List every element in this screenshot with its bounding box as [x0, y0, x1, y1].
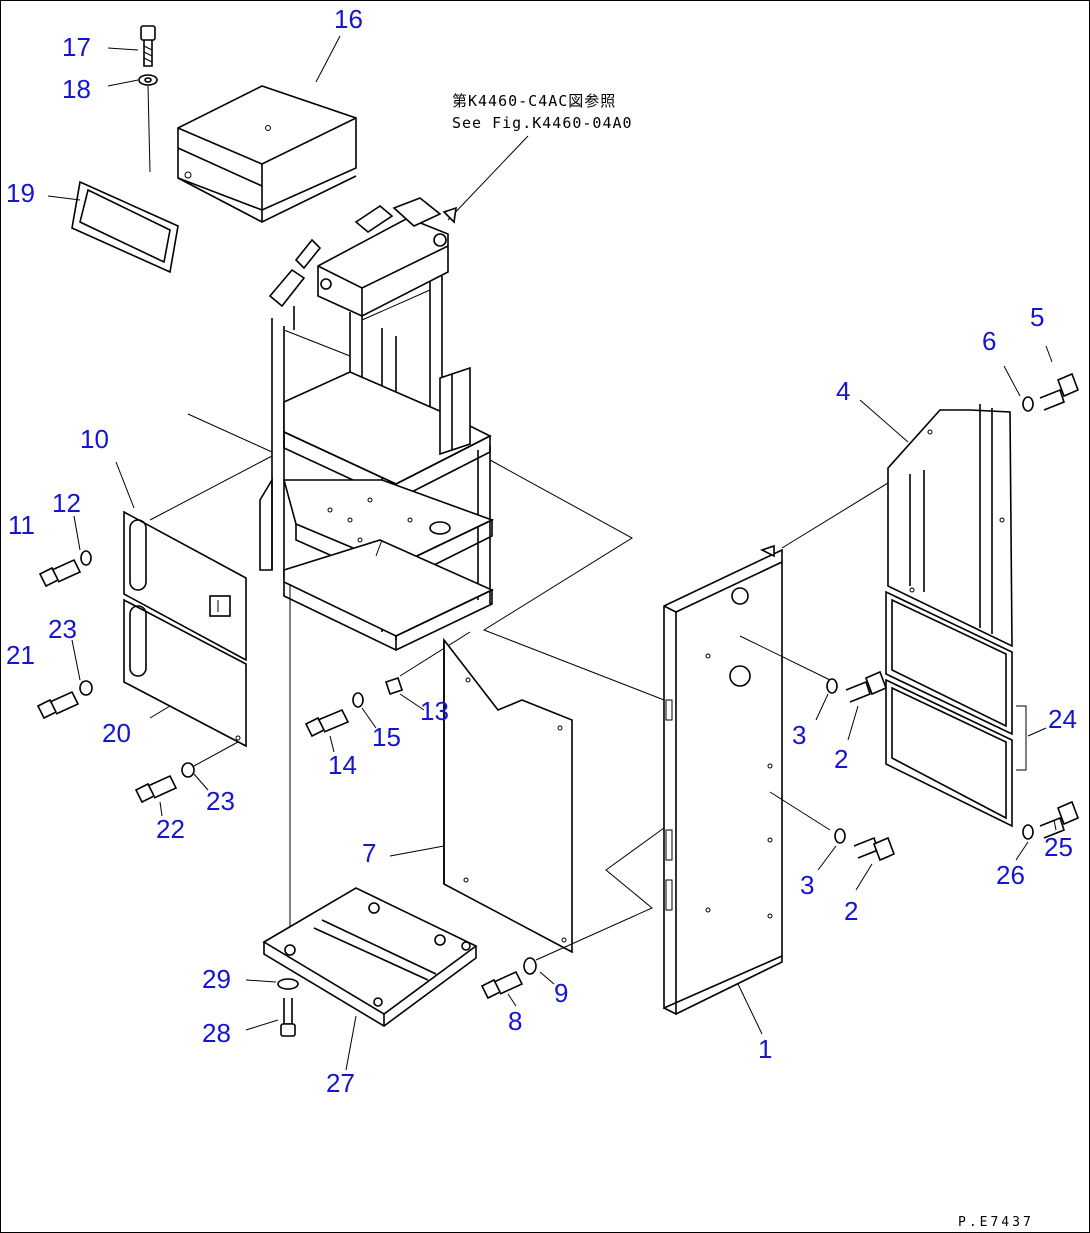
leader-panel-10 — [149, 455, 273, 521]
callout-9: 9 — [554, 978, 568, 1008]
reference-note-en: See Fig.K4460-04A0 — [452, 114, 633, 132]
part-18-washer — [138, 74, 158, 86]
callout-21: 21 — [6, 640, 35, 670]
reference-note-jp: 第K4460-C4AC図参照 — [452, 92, 616, 110]
part-4-right-side-panel — [887, 404, 1013, 648]
reference-leader — [447, 135, 529, 221]
main-frame — [259, 197, 495, 652]
callout-22: 22 — [156, 814, 185, 844]
callout-3b: 3 — [800, 870, 814, 900]
part-7-inner-panel — [443, 637, 573, 954]
part-21-bolt — [36, 690, 80, 720]
callout-29: 29 — [202, 964, 231, 994]
callout-26: 26 — [996, 860, 1025, 890]
part-15-washer — [352, 692, 364, 708]
part-14-bolt — [304, 708, 350, 738]
part-16-top-cover — [177, 85, 357, 223]
part-2-bolt-a — [845, 670, 888, 703]
part-3-washer-a — [826, 678, 838, 694]
drawing-code: P.E7437 — [958, 1215, 1034, 1230]
callout-27: 27 — [326, 1068, 355, 1098]
part-26-washer — [1022, 824, 1034, 840]
part-17-bolt — [140, 25, 156, 67]
callout-5: 5 — [1030, 302, 1044, 332]
leader-panel-1 — [482, 459, 763, 739]
callout-leaders — [47, 35, 1057, 1071]
callout-12: 12 — [52, 488, 81, 518]
callout-7: 7 — [362, 838, 376, 868]
part-24-gasket-lower — [885, 678, 1013, 828]
part-28-bolt — [280, 998, 296, 1037]
callout-20: 20 — [102, 718, 131, 748]
part-13-nut — [384, 676, 404, 696]
part-29-washer — [277, 978, 299, 990]
callout-11: 11 — [8, 510, 35, 540]
part-2-bolt-b — [853, 836, 896, 862]
part-1-main-side-panel — [663, 544, 783, 1016]
callout-6: 6 — [982, 326, 996, 356]
callout-23b: 23 — [206, 786, 235, 816]
part-25-bolt — [1039, 800, 1080, 839]
callout-3a: 3 — [792, 720, 806, 750]
callout-10: 10 — [80, 424, 109, 454]
part-6-washer — [1022, 396, 1034, 412]
reference-arrow — [442, 206, 457, 224]
part-3-washer-b — [834, 828, 846, 844]
part-5-bolt — [1039, 372, 1080, 411]
callout-labels: 17 18 16 19 5 6 4 10 12 11 23 21 20 13 1… — [6, 4, 1077, 1098]
part-20-lower-side-panel — [123, 598, 247, 748]
part-8-bolt — [480, 970, 524, 1000]
leader-2a — [739, 635, 831, 681]
part-27-floor-plate — [262, 887, 478, 1027]
part-12-washer — [80, 550, 92, 566]
leader-8-9 — [535, 827, 665, 961]
leader-13b — [399, 631, 471, 677]
part-19-gasket — [71, 180, 179, 274]
callout-8: 8 — [508, 1006, 522, 1036]
part-10-upper-side-panel — [123, 510, 247, 662]
callout-28: 28 — [202, 1018, 231, 1048]
callout-15: 15 — [372, 722, 401, 752]
callout-19: 19 — [6, 178, 35, 208]
leader-13 — [375, 539, 383, 557]
part-22-bolt — [134, 774, 178, 804]
callout-2b: 2 — [844, 896, 858, 926]
callout-4: 4 — [836, 376, 850, 406]
leader-22 — [193, 741, 239, 767]
bolt-17-axis — [147, 85, 151, 173]
callout-16: 16 — [334, 4, 363, 34]
callout-24: 24 — [1048, 704, 1077, 734]
bracket-24 — [1016, 705, 1027, 771]
part-11-bolt — [38, 558, 82, 588]
callout-13: 13 — [420, 696, 449, 726]
callout-23a: 23 — [48, 614, 77, 644]
part-24-gasket-upper — [885, 590, 1013, 736]
callout-17: 17 — [62, 32, 91, 62]
callout-1: 1 — [758, 1034, 772, 1064]
callout-14: 14 — [328, 750, 357, 780]
callout-25: 25 — [1044, 832, 1073, 862]
callout-2a: 2 — [834, 744, 848, 774]
part-23-washer-b — [181, 762, 195, 778]
leader-frame-left — [187, 413, 273, 453]
callout-18: 18 — [62, 74, 91, 104]
leader-2b — [769, 791, 831, 831]
part-9-washer — [523, 957, 537, 975]
part-23-washer-a — [79, 680, 93, 696]
